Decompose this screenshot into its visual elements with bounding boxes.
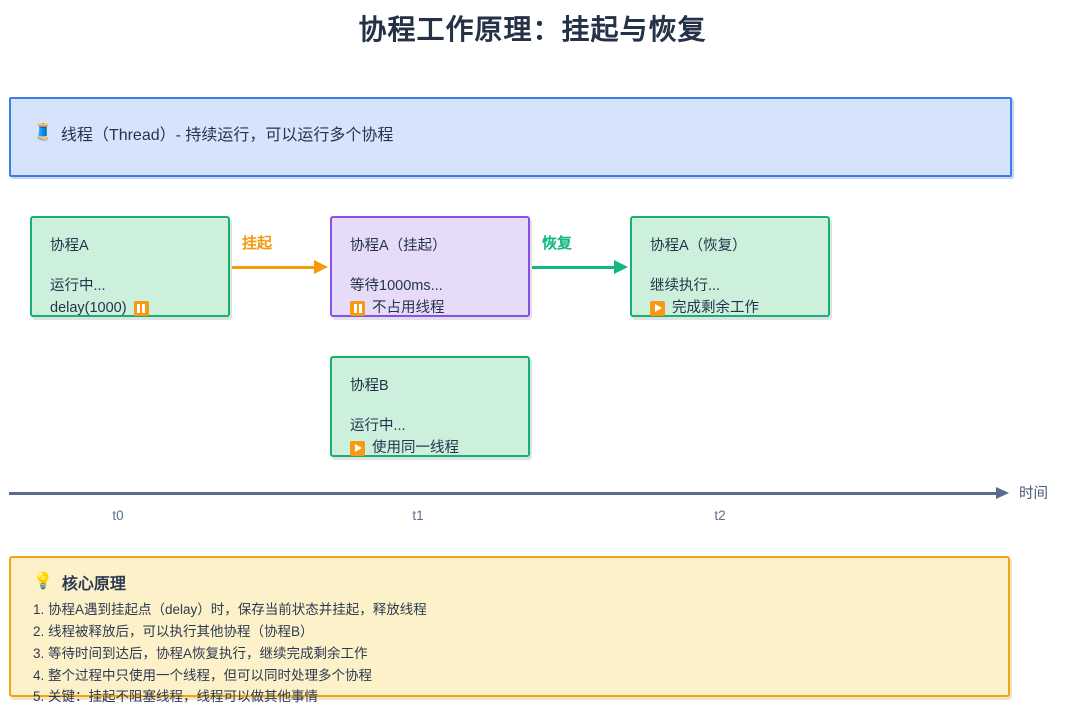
key-principle-panel: 💡 核心原理 1. 协程A遇到挂起点（delay）时，保存当前状态并挂起，释放线… (9, 556, 1010, 704)
timeline-axis-label: 时间 (1019, 486, 1048, 502)
lightbulb-icon: 💡 (33, 573, 53, 590)
coroutine-box-body: 等待1000ms... 不占用线程 (350, 275, 528, 320)
key-principle-item: 5. 关键：挂起不阻塞线程，线程可以做其他事情 (33, 689, 319, 705)
coroutine-box-coroutine-a-running: 协程A 运行中... delay(1000) (30, 216, 230, 317)
arrowhead-icon (614, 260, 628, 274)
page-title: 协程工作原理：挂起与恢复 (358, 14, 707, 45)
key-principle-item: 2. 线程被释放后，可以执行其他协程（协程B） (33, 623, 314, 639)
key-principle-list: 1. 协程A遇到挂起点（delay）时，保存当前状态并挂起，释放线程 2. 线程被… (33, 599, 1008, 708)
coroutine-box-status-text: 完成剩余工作 (672, 300, 759, 317)
timeline-tick-t2: t2 (714, 508, 726, 523)
timeline-tick-t1: t1 (412, 508, 424, 523)
arrow-shaft (532, 266, 615, 269)
play-icon (650, 301, 665, 317)
coroutine-box-coroutine-b: 协程B 运行中... 使用同一线程 (330, 356, 530, 457)
resume-arrow-label: 恢复 (542, 235, 573, 252)
thread-lane-text: 线程（Thread）- 持续运行，可以运行多个协程 (60, 127, 394, 144)
timeline-axis (9, 486, 1009, 502)
coroutine-box-coroutine-a-resumed: 协程A（恢复） 继续执行... 完成剩余工作 (630, 216, 830, 317)
coroutine-box-title: 协程A（恢复） (650, 238, 747, 254)
suspend-arrow-label: 挂起 (242, 235, 273, 252)
coroutine-box-status-line: 不占用线程 (350, 297, 528, 319)
coroutine-box-line: 继续执行... (650, 278, 721, 294)
timeline-shaft (9, 492, 997, 495)
key-principle-item: 1. 协程A遇到挂起点（delay）时，保存当前状态并挂起，释放线程 (33, 602, 427, 617)
thread-lane: 🧵 线程（Thread）- 持续运行，可以运行多个协程 (9, 97, 1012, 177)
coroutine-box-status-text: 不占用线程 (372, 300, 445, 317)
coroutine-box-coroutine-a-suspended: 协程A（挂起） 等待1000ms... 不占用线程 (330, 216, 530, 317)
coroutine-box-title: 协程B (350, 378, 389, 394)
timeline-arrowhead-icon (996, 487, 1009, 499)
thread-spool-icon: 🧵 (33, 124, 53, 141)
arrow-shaft (232, 266, 315, 269)
coroutine-box-line: 运行中... (50, 278, 106, 294)
coroutine-box-line: 等待1000ms... (350, 278, 443, 294)
coroutine-box-status-line: delay(1000) (50, 297, 228, 319)
key-principle-heading-text: 核心原理 (61, 576, 126, 593)
coroutine-box-title: 协程A（挂起） (350, 238, 447, 254)
timeline-tick-t0: t0 (112, 508, 124, 523)
coroutine-box-title: 协程A (50, 238, 89, 254)
play-icon (350, 441, 365, 457)
coroutine-box-status-text: 使用同一线程 (372, 440, 459, 457)
key-principle-item: 3. 等待时间到达后，协程A恢复执行，继续完成剩余工作 (33, 645, 368, 661)
suspend-arrow (232, 258, 328, 278)
thread-lane-label: 🧵 线程（Thread）- 持续运行，可以运行多个协程 (33, 121, 393, 145)
key-principle-heading: 💡 核心原理 (33, 570, 1008, 594)
arrowhead-icon (314, 260, 328, 274)
coroutine-box-status-text: delay(1000) (50, 300, 127, 317)
coroutine-box-body: 运行中... delay(1000) (50, 275, 228, 320)
key-principle-item: 4. 整个过程中只使用一个线程，但可以同时处理多个协程 (33, 667, 373, 683)
coroutine-box-body: 继续执行... 完成剩余工作 (650, 275, 828, 320)
coroutine-box-status-line: 完成剩余工作 (650, 297, 828, 319)
pause-icon (350, 301, 365, 317)
resume-arrow (532, 258, 628, 278)
coroutine-box-status-line: 使用同一线程 (350, 437, 528, 459)
coroutine-box-line: 运行中... (350, 418, 406, 434)
pause-icon (133, 301, 149, 317)
coroutine-box-body: 运行中... 使用同一线程 (350, 415, 528, 460)
